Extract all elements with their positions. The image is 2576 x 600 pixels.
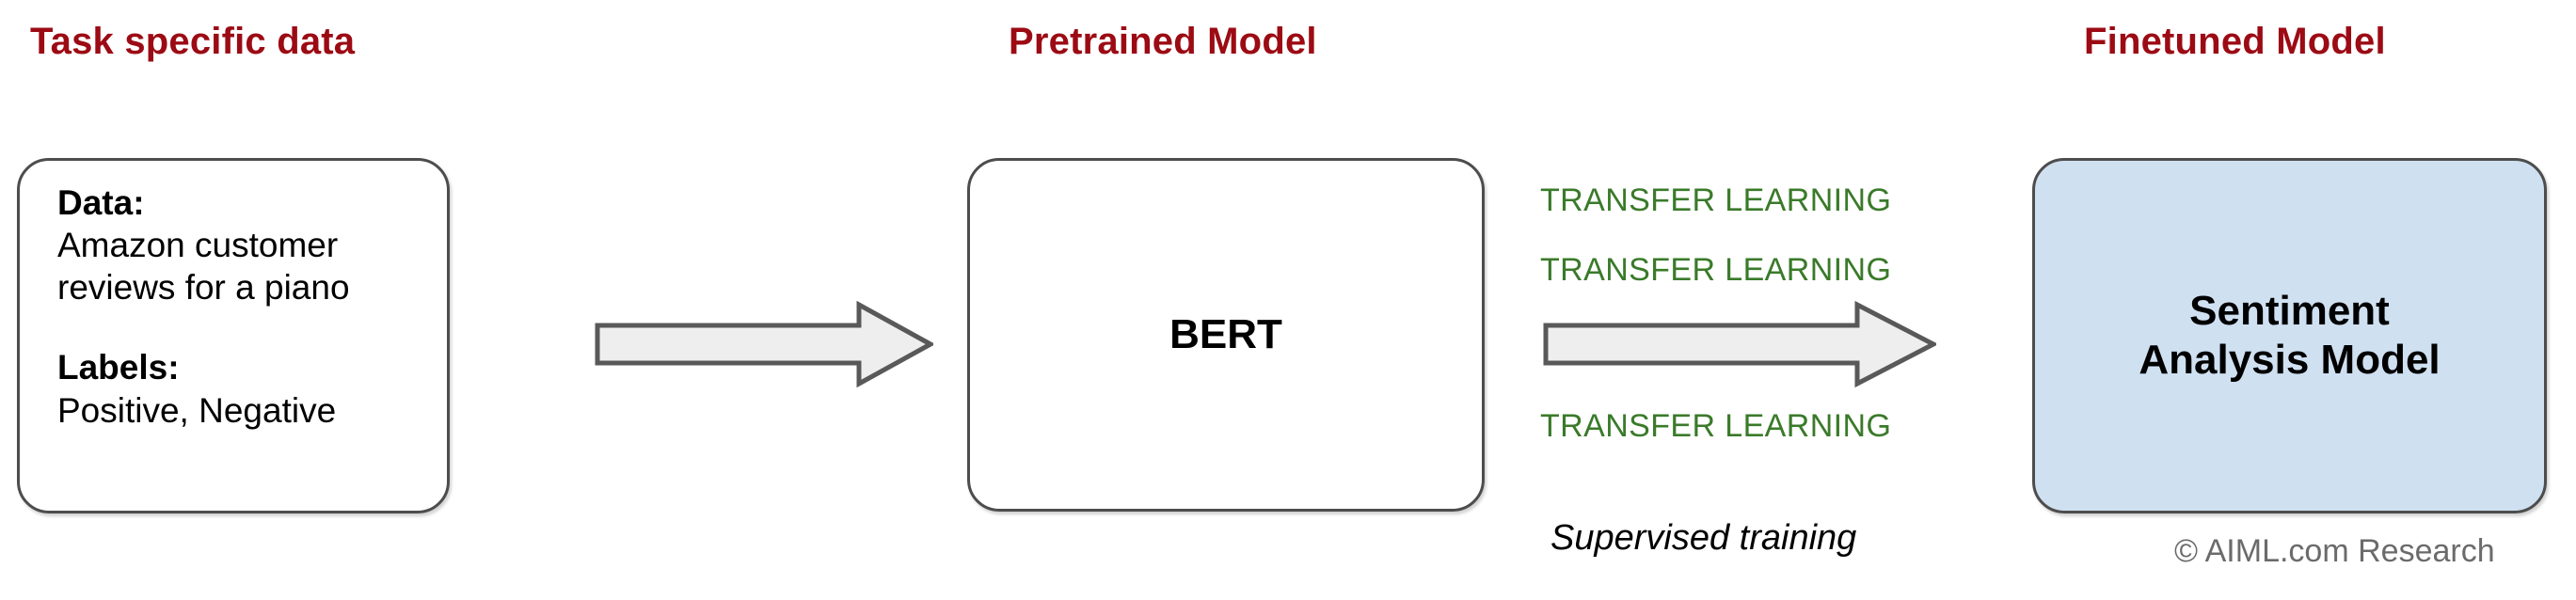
task-data-box: Data: Amazon customer reviews for a pian… bbox=[17, 158, 450, 513]
arrow-transfer-learning-icon bbox=[1543, 300, 1939, 388]
pretrained-model-label: BERT bbox=[1169, 311, 1282, 358]
labels-field-value: Positive, Negative bbox=[57, 390, 337, 430]
supervised-training-caption: Supervised training bbox=[1550, 518, 1857, 558]
transfer-learning-label-3: TRANSFER LEARNING bbox=[1540, 408, 1892, 444]
heading-finetuned-model: Finetuned Model bbox=[2084, 21, 2386, 62]
heading-pretrained-model: Pretrained Model bbox=[1009, 21, 1317, 62]
data-field-value: Amazon customer reviews for a piano bbox=[57, 226, 350, 308]
spacer bbox=[57, 308, 422, 346]
data-field-label: Data: bbox=[57, 183, 145, 222]
finetuned-model-box: Sentiment Analysis Model bbox=[2032, 158, 2547, 513]
labels-field-label: Labels: bbox=[57, 348, 180, 387]
arrow-data-to-model-icon bbox=[595, 300, 936, 388]
task-data-content: Data: Amazon customer reviews for a pian… bbox=[57, 182, 422, 432]
finetuned-model-label: Sentiment Analysis Model bbox=[2139, 288, 2441, 383]
transfer-learning-label-1: TRANSFER LEARNING bbox=[1540, 182, 1892, 218]
copyright-credit: © AIML.com Research bbox=[2174, 533, 2495, 569]
heading-task-specific-data: Task specific data bbox=[30, 21, 356, 62]
transfer-learning-label-2: TRANSFER LEARNING bbox=[1540, 252, 1892, 288]
pretrained-model-box: BERT bbox=[967, 158, 1485, 512]
